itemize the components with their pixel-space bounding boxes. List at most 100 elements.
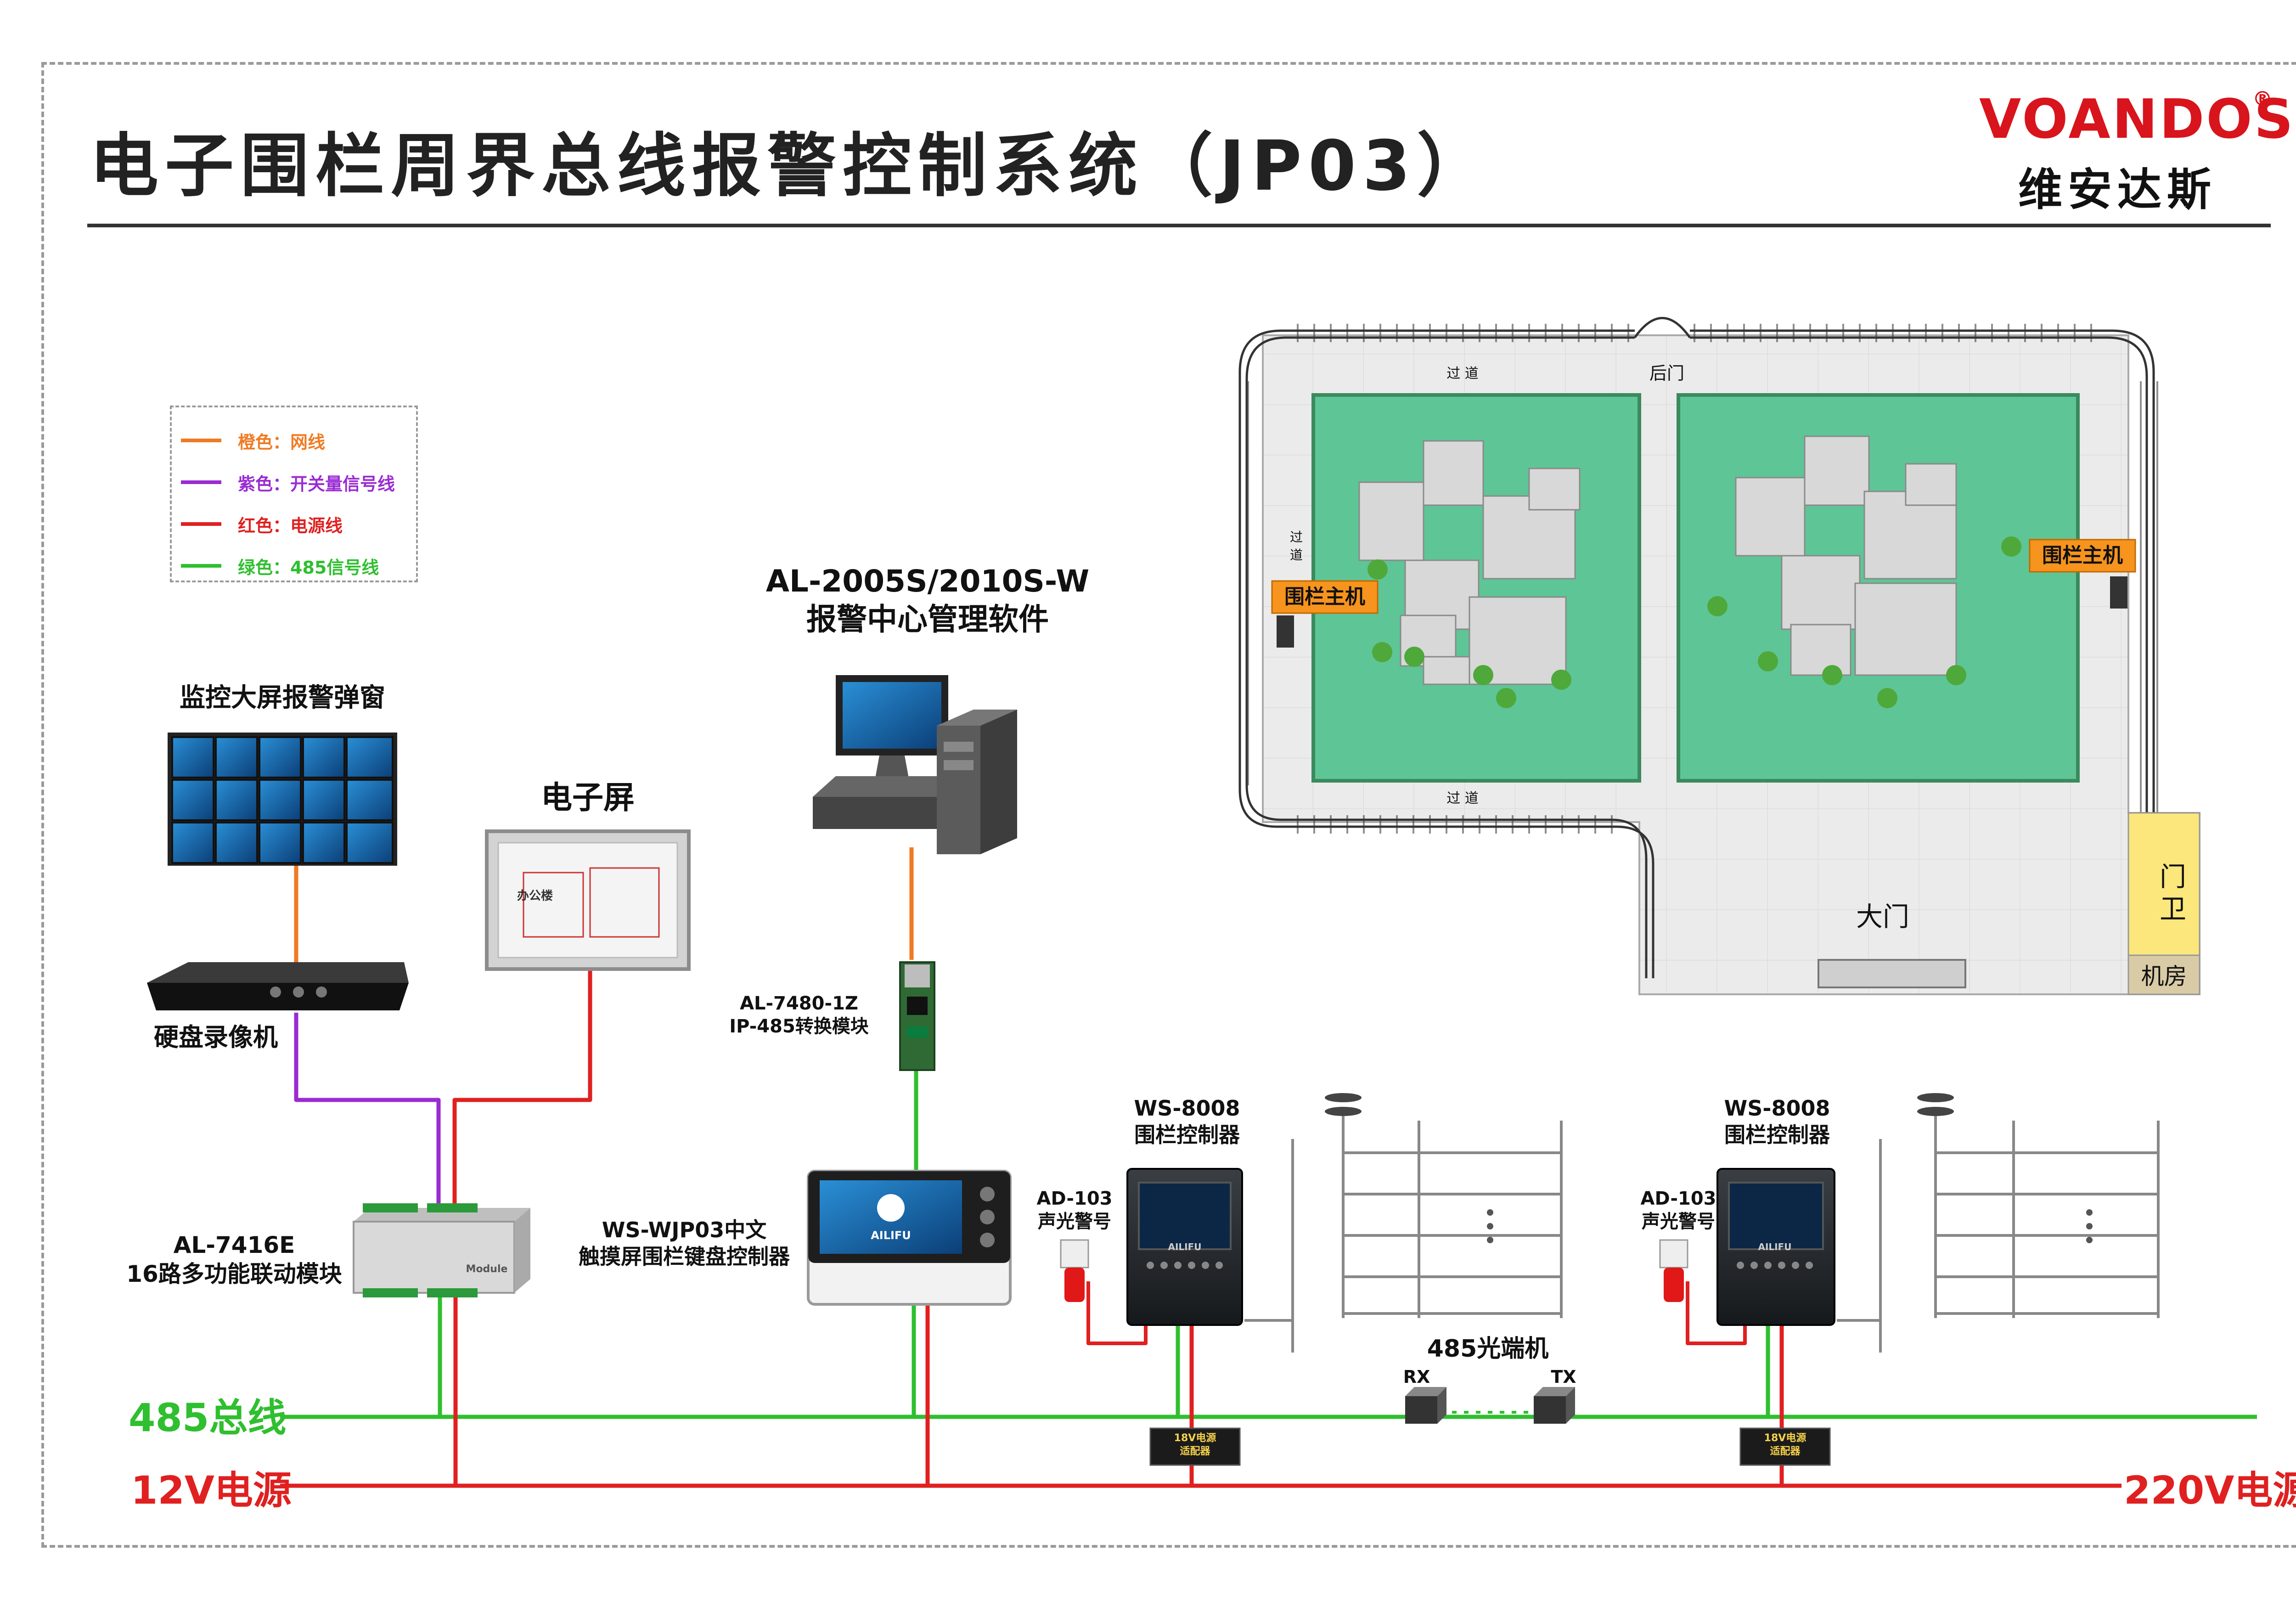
fence-controller-icon-2 bbox=[1716, 1168, 1835, 1326]
adapter-name: 适配器 bbox=[1770, 1445, 1801, 1457]
fiber-rx-icon bbox=[1405, 1387, 1446, 1424]
power-12v-label: 12V电源 bbox=[131, 1468, 292, 1513]
legend-item-green: 绿色：485信号线 bbox=[181, 557, 379, 578]
controller-model: WS-8008 bbox=[1134, 1096, 1240, 1121]
adapter-voltage: 18V电源 bbox=[1174, 1432, 1216, 1444]
passage-label-top: 过 道 bbox=[1446, 366, 1479, 382]
fence-host-label-right: 围栏主机 bbox=[2042, 544, 2123, 567]
bus-485-label: 485总线 bbox=[129, 1395, 287, 1440]
converter-name: IP-485转换模块 bbox=[729, 1016, 869, 1037]
siren-model: AD-103 bbox=[1036, 1188, 1113, 1209]
site-map bbox=[1235, 317, 2200, 995]
legend-label: 橙色：网线 bbox=[238, 432, 326, 452]
host-device-right bbox=[2110, 576, 2127, 609]
controller-model: WS-8008 bbox=[1724, 1096, 1830, 1121]
controller-brand-2: AILIFU bbox=[1758, 1241, 1792, 1252]
fence-ticks-south bbox=[1286, 815, 1616, 834]
legend-item-purple: 紫色：开关量信号线 bbox=[181, 473, 395, 494]
legend-swatch bbox=[181, 480, 221, 484]
fiber-label: 485光端机 bbox=[1427, 1335, 1549, 1363]
software-label: AL-2005S/2010S-W 报警中心管理软件 bbox=[716, 563, 1139, 638]
page-title: 电子围栏周界总线报警控制系统（JP03） bbox=[90, 126, 1492, 206]
siren-name: 声光警号 bbox=[1038, 1211, 1111, 1232]
video-wall-label: 监控大屏报警弹窗 bbox=[180, 683, 385, 713]
legend-item-orange: 橙色：网线 bbox=[181, 431, 326, 452]
controller-name: 围栏控制器 bbox=[1724, 1122, 1830, 1147]
passage-label-left: 过道 bbox=[1289, 530, 1303, 563]
legend-label: 紫色：开关量信号线 bbox=[238, 474, 395, 494]
linkage-module-icon bbox=[353, 1203, 530, 1297]
tx-label: TX bbox=[1551, 1367, 1576, 1387]
legend-swatch bbox=[181, 522, 221, 526]
nvr-label: 硬盘录像机 bbox=[154, 1023, 278, 1052]
keypad-model: WS-WJP03中文 bbox=[602, 1218, 767, 1242]
machine-room bbox=[2127, 954, 2200, 995]
buildings-right bbox=[1735, 435, 1957, 676]
guard-label: 门卫 bbox=[2159, 861, 2186, 925]
controller-label-1: WS-8008 围栏控制器 bbox=[1111, 1095, 1263, 1148]
host-device-left bbox=[1277, 615, 1294, 648]
trees-right bbox=[1707, 536, 2021, 708]
controller-brand-1: AILIFU bbox=[1168, 1241, 1202, 1252]
software-name: 报警中心管理软件 bbox=[806, 601, 1049, 637]
siren-model: AD-103 bbox=[1640, 1188, 1716, 1209]
fence-panel-1 bbox=[1325, 1093, 1563, 1318]
controller-label-2: WS-8008 围栏控制器 bbox=[1701, 1095, 1853, 1148]
e-screen-inner-label: 办公楼 bbox=[517, 889, 553, 903]
video-wall-icon bbox=[168, 733, 397, 866]
fence-host-left bbox=[1271, 580, 1379, 614]
guard-house bbox=[2127, 812, 2200, 956]
nvr-icon bbox=[147, 962, 409, 1010]
keypad-name: 触摸屏围栏键盘控制器 bbox=[579, 1244, 790, 1269]
power-220v-label: 220V电源 bbox=[2124, 1468, 2296, 1513]
linkage-model: AL-7416E bbox=[173, 1232, 295, 1258]
adapter-label-1: 18V电源 适配器 bbox=[1150, 1432, 1240, 1458]
brand-logo: VOANDOS bbox=[1979, 87, 2295, 151]
fiber-tx-icon bbox=[1534, 1387, 1575, 1424]
keypad-controller-icon bbox=[807, 1170, 1012, 1306]
legend-item-red: 红色：电源线 bbox=[181, 515, 343, 536]
main-gate-bar bbox=[1818, 959, 1966, 988]
rx-label: RX bbox=[1403, 1367, 1430, 1387]
passage-label-bottom: 过 道 bbox=[1446, 790, 1479, 806]
wire-legend: 橙色：网线 紫色：开关量信号线 红色：电源线 绿色：485信号线 bbox=[170, 406, 418, 582]
adapter-label-2: 18V电源 适配器 bbox=[1740, 1432, 1830, 1458]
machine-room-label: 机房 bbox=[2141, 963, 2187, 990]
adapter-name: 适配器 bbox=[1180, 1445, 1210, 1457]
fence-panel-2 bbox=[1917, 1093, 2160, 1318]
legend-swatch bbox=[181, 564, 221, 568]
fence-host-right bbox=[2029, 539, 2136, 573]
linkage-module-label: AL-7416E 16路多功能联动模块 bbox=[92, 1231, 377, 1288]
legend-label: 绿色：485信号线 bbox=[238, 557, 379, 578]
electronic-screen-icon bbox=[485, 829, 691, 971]
brand-registered-mark: ® bbox=[2252, 87, 2273, 111]
converter-model: AL-7480-1Z bbox=[740, 993, 858, 1014]
fence-host-label-left: 围栏主机 bbox=[1284, 585, 1365, 609]
siren-label-1: AD-103 声光警号 bbox=[1031, 1187, 1118, 1233]
controller-name: 围栏控制器 bbox=[1134, 1122, 1240, 1147]
computer-icon bbox=[813, 675, 1017, 854]
trees-left bbox=[1367, 559, 1571, 708]
keypad-brand: AILIFU bbox=[871, 1229, 911, 1242]
fence-ellipsis-dots bbox=[1487, 1209, 2093, 1243]
legend-label: 红色：电源线 bbox=[238, 515, 343, 536]
adapter-voltage: 18V电源 bbox=[1764, 1432, 1806, 1444]
siren-icon-1 bbox=[1060, 1239, 1089, 1302]
brand-chinese-name: 维安达斯 bbox=[2018, 164, 2217, 215]
keypad-label: WS-WJP03中文 触摸屏围栏键盘控制器 bbox=[560, 1217, 808, 1270]
siren-name: 声光警号 bbox=[1642, 1211, 1715, 1232]
wiring bbox=[280, 847, 2257, 1488]
main-gate-label: 大门 bbox=[1856, 901, 1909, 932]
title-divider bbox=[87, 224, 2271, 227]
converter-label: AL-7480-1Z IP-485转换模块 bbox=[707, 992, 891, 1038]
power-adapter-1 bbox=[1149, 1427, 1241, 1466]
dashed-frame bbox=[41, 62, 2296, 1548]
wire-escreen-to-linkage bbox=[452, 969, 592, 1206]
linkage-brand: Module bbox=[466, 1263, 508, 1275]
legend-swatch bbox=[181, 439, 221, 442]
siren-label-2: AD-103 声光警号 bbox=[1635, 1187, 1722, 1233]
power-adapter-2 bbox=[1739, 1427, 1831, 1466]
wire-nvr-to-linkage bbox=[294, 1013, 441, 1206]
siren-icon-2 bbox=[1659, 1239, 1688, 1302]
